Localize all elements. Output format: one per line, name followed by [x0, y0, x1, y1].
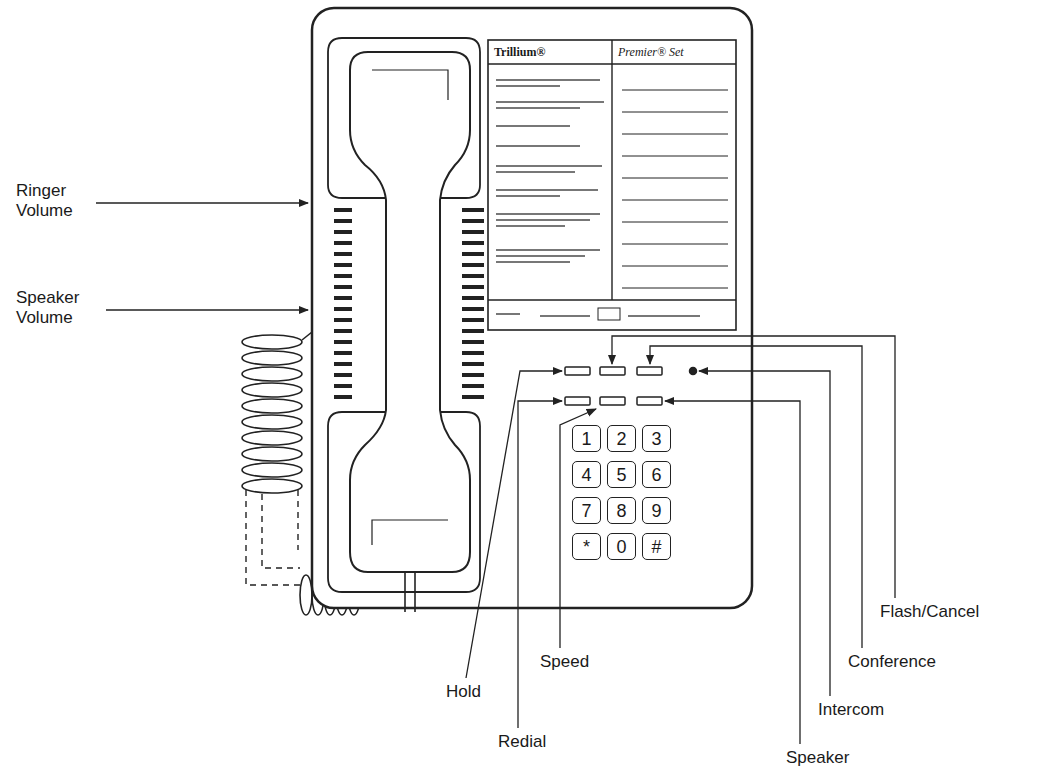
handset	[350, 52, 470, 572]
key-label: #	[651, 538, 661, 556]
card-brand: Trillium®	[494, 45, 606, 59]
callout-label: Flash/Cancel	[880, 602, 979, 622]
keypad-key: 1	[572, 425, 601, 452]
coiled-cord	[242, 332, 312, 493]
key-label: 9	[651, 502, 661, 520]
keypad-key: 6	[642, 461, 671, 488]
key-label: 7	[581, 502, 591, 520]
callout-label: Speed	[540, 652, 589, 672]
callout-label: Speaker Volume	[16, 288, 102, 329]
handset-cradle	[328, 38, 480, 592]
keypad-key: 8	[607, 497, 636, 524]
keypad-key: 9	[642, 497, 671, 524]
keypad-key: *	[572, 533, 601, 560]
callout-label: Ringer Volume	[16, 181, 94, 222]
handset-cord	[405, 572, 415, 612]
keypad-key: 2	[607, 425, 636, 452]
feature-buttons	[565, 367, 697, 405]
key-label: 5	[616, 466, 626, 484]
leader-lines	[96, 203, 895, 744]
key-label: 1	[581, 430, 591, 448]
card-model: Premier® Set	[618, 45, 734, 59]
callout-label: Intercom	[818, 700, 884, 720]
keypad-key: 7	[572, 497, 601, 524]
key-label: 6	[651, 466, 661, 484]
callout-label: Hold	[446, 682, 481, 702]
handset-detail	[372, 70, 448, 545]
directory-card	[488, 40, 736, 330]
dashed-cord-path	[246, 490, 300, 585]
key-label: 8	[616, 502, 626, 520]
keypad-key: #	[642, 533, 671, 560]
keypad-key: 0	[607, 533, 636, 560]
callout-label: Speaker	[786, 748, 849, 768]
keypad-key: 3	[642, 425, 671, 452]
key-label: 3	[651, 430, 661, 448]
key-label: 4	[581, 466, 591, 484]
key-label: *	[583, 538, 590, 556]
keypad-key: 5	[607, 461, 636, 488]
keypad-key: 4	[572, 461, 601, 488]
callout-label: Redial	[498, 732, 546, 752]
phone-body	[312, 8, 752, 608]
callout-label: Conference	[848, 652, 936, 672]
key-label: 0	[616, 538, 626, 556]
key-label: 2	[616, 430, 626, 448]
